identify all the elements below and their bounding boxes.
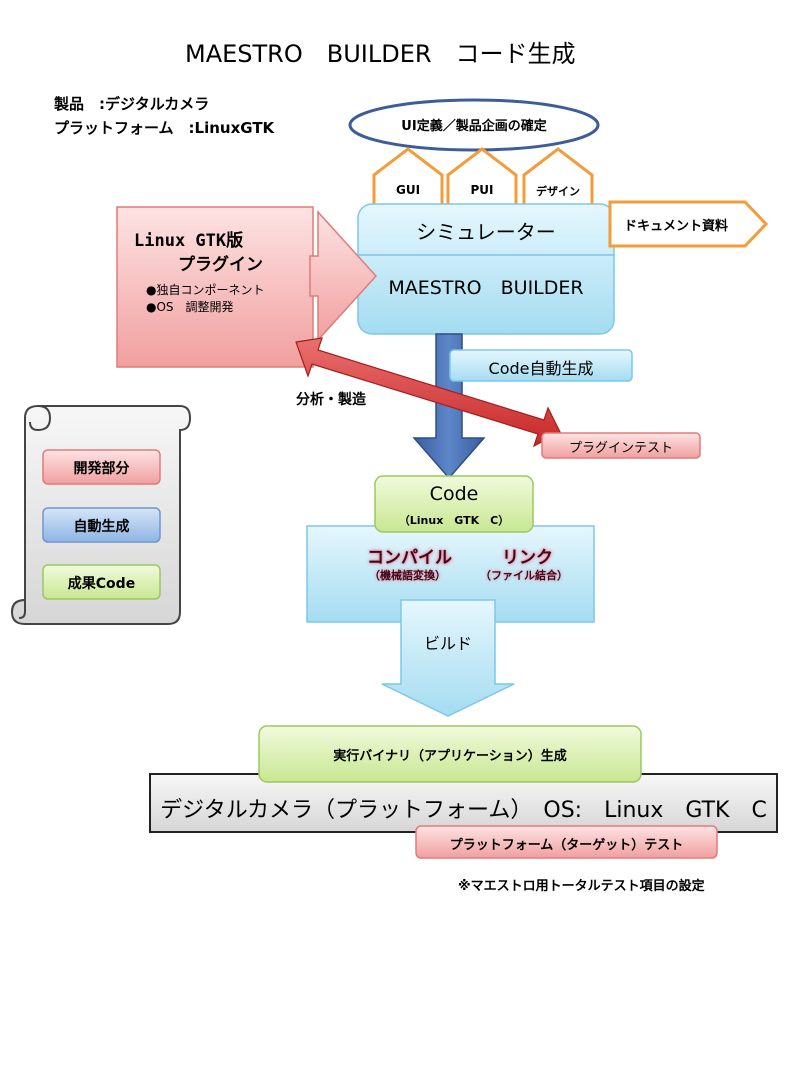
legend-dev-box — [42, 449, 161, 485]
page-title: MAESTRO BUILDER コード生成 — [185, 40, 576, 68]
gui-pentagon — [372, 147, 444, 214]
code-sub: （Linux GTK C） — [398, 514, 510, 527]
plugin-arrow — [309, 210, 378, 342]
code-auto-label: Code自動生成 — [488, 359, 594, 378]
legend-scroll-curl-top — [29, 405, 52, 432]
compile-label: コンパイル — [367, 548, 452, 568]
legend-scroll-curl-bottom — [11, 598, 26, 619]
legend-result-label: 成果Code — [67, 576, 136, 592]
test-note: ※マエストロ用トータルテスト項目の設定 — [458, 879, 705, 894]
compile-sub: （機械語変換） — [369, 569, 446, 582]
analysis-label: 分析・製造 — [296, 392, 366, 408]
platform-test-box — [415, 825, 718, 859]
design-label: デザイン — [536, 185, 580, 198]
plugin-item-2: ●OS 調整開発 — [146, 300, 234, 314]
platform-test-label: プラットフォーム（ターゲット）テスト — [449, 838, 684, 853]
platform-bar — [149, 773, 778, 833]
plugin-test-box — [541, 432, 701, 459]
analysis-double-arrow — [295, 337, 561, 448]
code-auto-box — [449, 349, 633, 382]
plugin-box — [116, 206, 314, 368]
code-title: Code — [429, 483, 479, 505]
legend-result-box — [42, 564, 161, 600]
plugin-test-label: プラグインテスト — [568, 441, 673, 456]
link-sub: （ファイル結合） — [480, 569, 568, 582]
pui-label: PUI — [470, 183, 494, 197]
build-label: ビルド — [423, 634, 472, 653]
maestro-builder-label: MAESTRO BUILDER — [388, 277, 584, 299]
ui-definition-label: UI定義／製品企画の確定 — [401, 119, 547, 134]
pui-pentagon — [446, 147, 518, 214]
gui-label: GUI — [395, 183, 421, 197]
build-down-arrow — [381, 599, 515, 717]
doc-arrow-label: ドキュメント資料 — [624, 219, 729, 234]
plugin-title: Linux GTK版 — [134, 231, 244, 251]
legend-auto-label: 自動生成 — [73, 519, 130, 535]
plugin-subtitle: プラグイン — [178, 255, 263, 275]
ui-definition-oval — [348, 98, 600, 152]
legend-dev-label: 開発部分 — [73, 461, 130, 477]
design-pentagon — [522, 147, 594, 214]
platform-line: プラットフォーム :LinuxGTK — [54, 119, 275, 137]
link-label: リンク — [502, 548, 553, 568]
exec-binary-label: 実行バイナリ（アプリケーション）生成 — [333, 749, 567, 764]
legend-auto-box — [42, 507, 161, 543]
code-box — [374, 475, 534, 533]
plugin-item-1: ●独自コンポーネント — [146, 283, 265, 297]
platform-bar-label: デジタルカメラ（プラットフォーム） OS: Linux GTK C — [160, 798, 767, 823]
product-line: 製品 :デジタルカメラ — [54, 95, 210, 113]
exec-binary-box — [258, 725, 642, 783]
simulator-label: シミュレーター — [416, 220, 556, 244]
doc-arrow-shape — [608, 200, 769, 248]
